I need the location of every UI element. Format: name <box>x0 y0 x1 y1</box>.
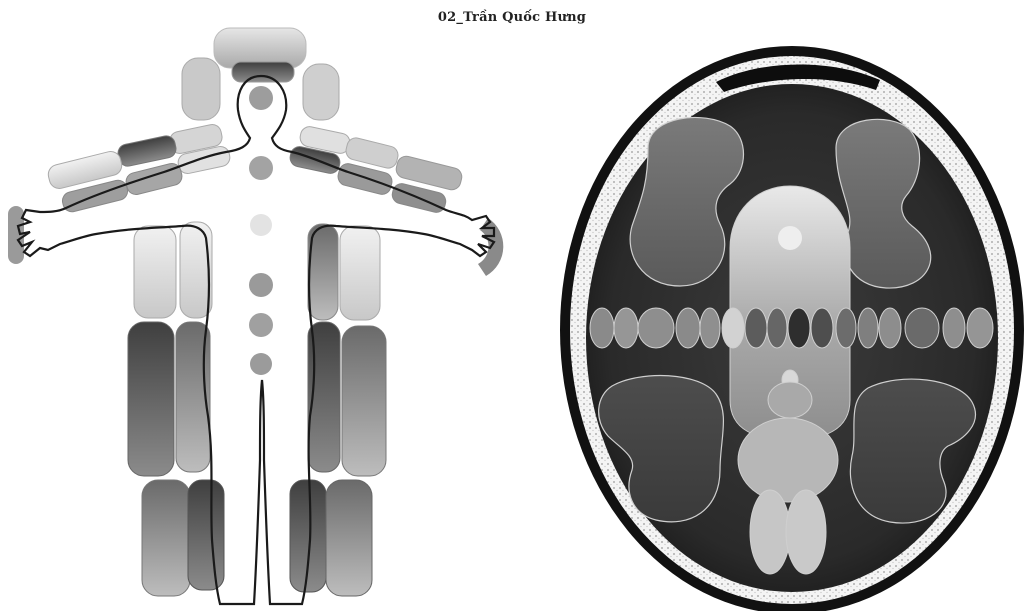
zone-r-knee-outer <box>342 326 386 476</box>
oval-6 <box>722 308 744 348</box>
zone-l-upperarm-2 <box>124 162 184 197</box>
oval-12 <box>858 308 878 348</box>
oval-16 <box>967 308 993 348</box>
node-upper <box>768 382 812 418</box>
zone-right-head-side <box>303 64 339 120</box>
oval-8 <box>767 308 787 348</box>
capsule-dot <box>778 226 802 250</box>
zone-l-thigh-outer <box>134 226 176 318</box>
zone-l-thigh-inner <box>180 222 212 318</box>
point-2 <box>249 156 273 180</box>
oval-1 <box>590 308 614 348</box>
human-outline <box>18 76 494 604</box>
oval-7 <box>745 308 767 348</box>
oval-row <box>590 308 993 348</box>
point-4 <box>249 273 273 297</box>
zone-l-shin-inner <box>188 480 224 590</box>
point-1 <box>249 86 273 110</box>
node-large <box>738 418 838 502</box>
center-points <box>249 86 273 375</box>
zone-r-thigh-outer <box>340 226 380 320</box>
body-map <box>8 28 503 604</box>
point-5 <box>249 313 273 337</box>
zone-l-shoulder-2 <box>116 134 177 168</box>
cerebellum-left <box>750 490 790 574</box>
brain-map <box>560 46 1024 611</box>
oval-15 <box>943 308 965 348</box>
oval-14 <box>905 308 939 348</box>
oval-2 <box>614 308 638 348</box>
zone-l-hand-outer <box>8 206 24 264</box>
zone-r-shin-outer <box>326 480 372 596</box>
oval-5 <box>700 308 720 348</box>
oval-9 <box>788 308 810 348</box>
zone-forehead-band <box>232 62 294 82</box>
point-3 <box>250 214 272 236</box>
point-6 <box>250 353 272 375</box>
oval-11 <box>836 308 856 348</box>
cerebellum-right <box>786 490 826 574</box>
oval-10 <box>811 308 833 348</box>
zone-l-knee-outer <box>128 322 174 476</box>
zone-r-shin-inner <box>290 480 326 592</box>
oval-13 <box>879 308 901 348</box>
zone-left-head-side <box>182 58 220 120</box>
oval-3 <box>638 308 674 348</box>
zone-l-shin-outer <box>142 480 190 596</box>
oval-4 <box>676 308 700 348</box>
